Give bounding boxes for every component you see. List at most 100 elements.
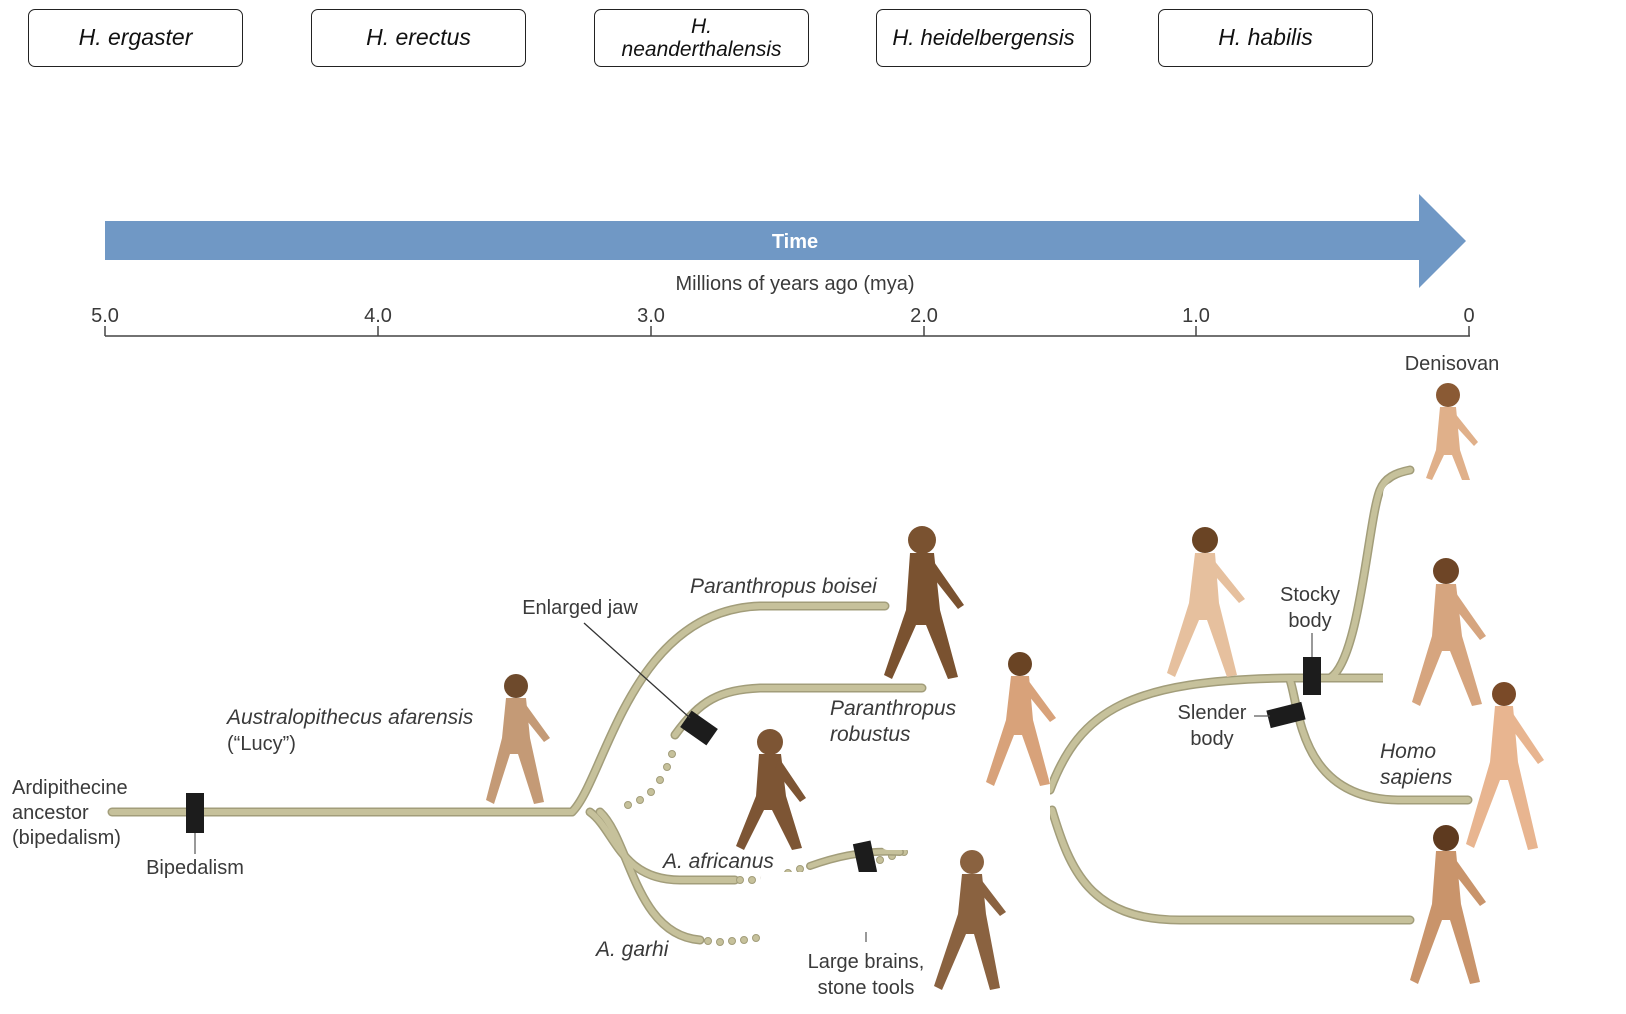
dotted-segment [796, 865, 804, 873]
axis-tick-label: 5.0 [91, 305, 119, 327]
branch-denisovan-fill [1327, 467, 1413, 681]
dotted-segment [876, 856, 884, 864]
label-bipedalism: Bipedalism [146, 857, 244, 879]
dotted-segment [663, 763, 671, 771]
figure-arm [1209, 559, 1245, 603]
choice-heidelbergensis-label: H. heidelbergensis [892, 24, 1075, 50]
drop-zone-lower-center[interactable] [760, 872, 978, 932]
figure-arm [1508, 712, 1544, 764]
figure-body [1410, 851, 1480, 984]
axis-title: Millions of years ago (mya) [676, 273, 915, 295]
label-large-brains-1: Large brains, [808, 951, 925, 973]
branch-boisei-fill [569, 603, 888, 815]
figure-head [1492, 682, 1516, 706]
dotted-segment [752, 934, 760, 942]
dotted-segment [647, 788, 655, 796]
figure-lower-center [934, 850, 1006, 990]
time-axis: Millions of years ago (mya) 5.0 4.0 3.0 … [91, 273, 1475, 337]
figure-head [908, 526, 936, 554]
trait-markers [186, 622, 1321, 942]
choice-habilis-label: H. habilis [1218, 24, 1313, 51]
figure-body [1412, 584, 1482, 706]
marker-large-brains [852, 840, 878, 876]
diagram-labels: Denisovan Stocky body Slender body Homo … [12, 353, 1499, 999]
drop-zones [760, 482, 1543, 932]
figure-head [1433, 558, 1459, 584]
label-afarensis-1: Australopithecus afarensis [225, 706, 474, 729]
leader-enlarged-jaw [583, 622, 691, 719]
figure-mid-upper [1167, 527, 1245, 677]
dotted-segment [728, 937, 736, 945]
dotted-segment [736, 876, 744, 884]
dotted-segment [668, 750, 676, 758]
choice-neanderthalensis[interactable]: H. neanderthalensis [594, 9, 809, 67]
branch-homo-lower-fill [1049, 807, 1413, 923]
figure-body [1466, 706, 1538, 850]
label-ardipithecine-1: Ardipithecine [12, 777, 128, 799]
drop-zone-center[interactable] [880, 772, 1050, 850]
marker-stocky-body [1303, 657, 1321, 695]
choice-erectus[interactable]: H. erectus [311, 9, 526, 67]
axis-tick-label: 0 [1463, 305, 1474, 327]
branch-homo-upper-fill [1047, 675, 1413, 793]
time-arrow-shape [105, 194, 1466, 288]
figure-body [986, 676, 1050, 786]
figure-arm [1450, 590, 1486, 640]
axis-tick-label: 4.0 [364, 305, 392, 327]
label-stocky-body-2: body [1288, 610, 1331, 632]
choice-heidelbergensis[interactable]: H. heidelbergensis [876, 9, 1091, 67]
marker-slender-body [1266, 701, 1306, 729]
label-africanus: A. africanus [661, 850, 774, 873]
figure-body [934, 874, 1000, 990]
label-large-brains-2: stone tools [818, 977, 915, 999]
label-stocky-body-1: Stocky [1280, 584, 1340, 606]
label-slender-body-2: body [1190, 728, 1233, 750]
label-afarensis-2: (“Lucy”) [227, 733, 296, 755]
figure-stocky [1412, 558, 1486, 706]
figure-africanus [736, 729, 806, 850]
figure-body [736, 754, 802, 850]
figure-arm [775, 758, 806, 802]
choice-ergaster[interactable]: H. ergaster [28, 9, 243, 67]
choice-habilis[interactable]: H. habilis [1158, 9, 1373, 67]
dotted-segment [740, 936, 748, 944]
hominin-figures [486, 383, 1544, 990]
figure-body [1426, 407, 1470, 480]
axis-tick-label: 1.0 [1182, 305, 1210, 327]
label-slender-body-1: Slender [1178, 702, 1247, 724]
branch-sapiens-fill [1287, 677, 1471, 803]
figure-arm [1450, 857, 1486, 906]
figure-arm [1452, 412, 1478, 446]
axis-tick-label: 3.0 [637, 305, 665, 327]
choice-erectus-label: H. erectus [366, 24, 471, 51]
marker-enlarged-jaw [680, 710, 718, 746]
phylogeny-branches [107, 465, 1473, 946]
dotted-segment [716, 938, 724, 946]
figure-head [960, 850, 984, 874]
figure-head [757, 729, 783, 755]
figure-denisovan [1426, 383, 1478, 480]
dotted-segment [656, 776, 664, 784]
figure-body [486, 698, 544, 804]
label-homo-sapiens-1: Homo [1380, 740, 1436, 763]
figure-head [1192, 527, 1218, 553]
figure-sapiens [1466, 682, 1544, 850]
figure-body [1167, 553, 1237, 677]
dotted-segment [624, 801, 632, 809]
figure-lower-right [1410, 825, 1486, 984]
label-paranthropus-robustus-1: Paranthropus [830, 697, 957, 720]
time-arrow: Time [105, 194, 1466, 288]
dotted-segment [748, 876, 756, 884]
figure-mid [986, 652, 1056, 786]
figure-boisei [884, 526, 964, 679]
figure-body [884, 553, 958, 679]
branch-garhi-fill [597, 809, 703, 943]
dotted-segment [636, 796, 644, 804]
label-ardipithecine-2: ancestor [12, 802, 89, 824]
label-homo-sapiens-2: sapiens [1380, 766, 1453, 789]
label-denisovan: Denisovan [1405, 353, 1500, 375]
figure-arm [1024, 680, 1056, 722]
figure-arm [976, 878, 1006, 916]
figure-arm [928, 559, 964, 609]
